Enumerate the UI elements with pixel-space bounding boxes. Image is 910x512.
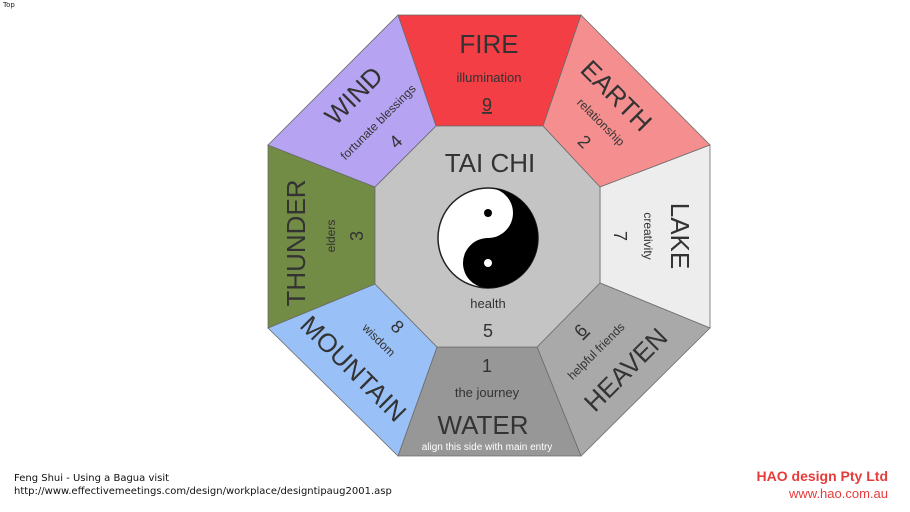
thunder-number: 3: [347, 231, 367, 241]
water-aspect: the journey: [455, 385, 520, 400]
yin-yang-icon: [437, 187, 539, 289]
center-aspect: health: [470, 296, 505, 311]
caption: Feng Shui - Using a Bagua visit http://w…: [14, 472, 392, 498]
company-credit: HAO design Pty Ltd www.hao.com.au: [757, 468, 888, 502]
company-name: HAO design Pty Ltd: [756, 468, 888, 484]
thunder-title: THUNDER: [281, 179, 311, 306]
fire-aspect: illumination: [456, 70, 521, 85]
center-title: TAI CHI: [445, 148, 536, 178]
thunder-aspect: elders: [324, 220, 338, 253]
water-number: 1: [482, 356, 492, 376]
center-number: 5: [483, 321, 493, 341]
bagua-diagram: FIRE illumination 9 EARTH relationship 2…: [267, 14, 711, 457]
fire-number: 9: [482, 95, 492, 115]
fire-title: FIRE: [459, 29, 518, 59]
water-note: align this side with main entry: [422, 442, 553, 453]
view-label: Top: [3, 1, 15, 9]
lake-title: LAKE: [665, 203, 695, 270]
company-url: www.hao.com.au: [789, 486, 888, 501]
water-title: WATER: [438, 410, 529, 440]
caption-url: http://www.effectivemeetings.com/design/…: [14, 486, 392, 497]
lake-aspect: creativity: [641, 212, 655, 259]
caption-line-1: Feng Shui - Using a Bagua visit: [14, 473, 170, 484]
lake-number: 7: [610, 231, 630, 241]
